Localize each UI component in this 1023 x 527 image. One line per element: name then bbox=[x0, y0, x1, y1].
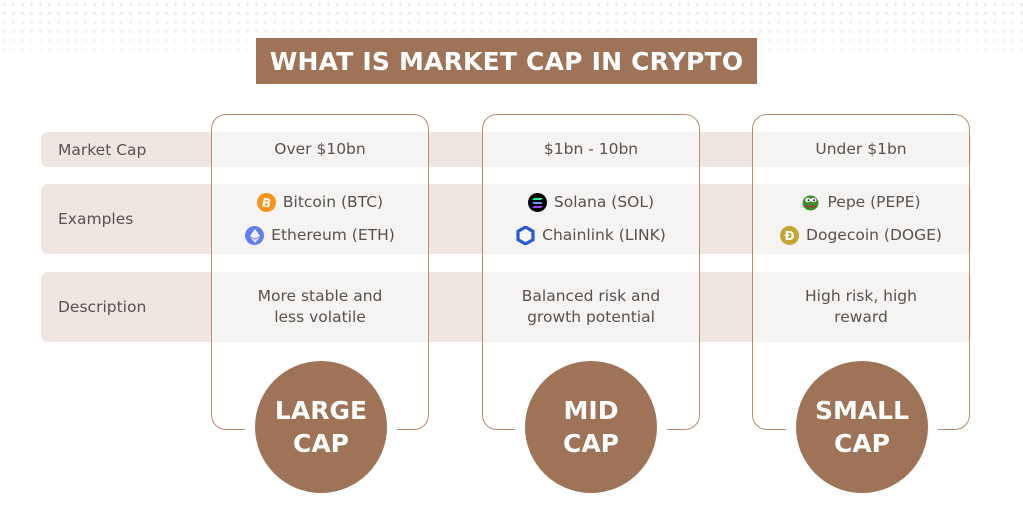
badge-line: CAP bbox=[833, 429, 891, 458]
svg-text:Ð: Ð bbox=[785, 229, 795, 242]
badge-line: LARGE bbox=[274, 396, 368, 425]
small-cap-examples-cell: Pepe (PEPE) Ð Dogecoin (DOGE) bbox=[753, 184, 969, 254]
example-name: Pepe (PEPE) bbox=[827, 193, 921, 211]
mid-cap-examples-cell: Solana (SOL) Chainlink (LINK) bbox=[483, 184, 699, 254]
description-line: High risk, high bbox=[805, 287, 917, 305]
example-name: Ethereum (ETH) bbox=[271, 226, 395, 244]
svg-text:B: B bbox=[261, 196, 272, 209]
mid-cap-market-cap-value: $1bn - 10bn bbox=[543, 140, 639, 158]
ethereum-icon bbox=[245, 226, 265, 245]
solana-icon bbox=[527, 193, 547, 212]
large-cap-badge: LARGE CAP bbox=[255, 361, 387, 493]
large-cap-examples-cell: B Bitcoin (BTC) Ethereum (ETH) bbox=[212, 184, 428, 254]
description-line: less volatile bbox=[274, 308, 366, 326]
example-name: Dogecoin (DOGE) bbox=[806, 226, 942, 244]
pepe-icon bbox=[801, 193, 820, 212]
row-label-description: Description bbox=[58, 298, 147, 316]
bitcoin-icon: B bbox=[256, 193, 276, 212]
small-cap-market-cap-value: Under $1bn bbox=[815, 140, 907, 158]
description-line: growth potential bbox=[527, 308, 655, 326]
example-bitcoin: B Bitcoin (BTC) bbox=[256, 186, 384, 219]
page-title: WHAT IS MARKET CAP IN CRYPTO bbox=[256, 38, 757, 84]
example-name: Solana (SOL) bbox=[553, 193, 655, 211]
example-name: Bitcoin (BTC) bbox=[282, 193, 384, 211]
example-ethereum: Ethereum (ETH) bbox=[245, 219, 395, 252]
dogecoin-icon: Ð bbox=[780, 226, 800, 245]
example-pepe: Pepe (PEPE) bbox=[801, 186, 921, 219]
description-line: More stable and bbox=[257, 287, 383, 305]
example-dogecoin: Ð Dogecoin (DOGE) bbox=[780, 219, 942, 252]
row-label-examples: Examples bbox=[58, 210, 134, 228]
large-cap-market-cap-value: Over $10bn bbox=[274, 140, 366, 158]
badge-line: MID bbox=[563, 396, 619, 425]
large-cap-market-cap-cell: Over $10bn bbox=[212, 132, 428, 167]
row-label-market-cap: Market Cap bbox=[58, 140, 147, 159]
mid-cap-description-cell: Balanced risk and growth potential bbox=[483, 272, 699, 342]
small-cap-description-cell: High risk, high reward bbox=[753, 272, 969, 342]
example-solana: Solana (SOL) bbox=[527, 186, 655, 219]
large-cap-description-cell: More stable and less volatile bbox=[212, 272, 428, 342]
chainlink-icon bbox=[516, 226, 535, 245]
example-name: Chainlink (LINK) bbox=[542, 226, 666, 244]
mid-cap-badge: MID CAP bbox=[525, 361, 657, 493]
small-cap-market-cap-cell: Under $1bn bbox=[753, 132, 969, 167]
badge-line: SMALL bbox=[814, 396, 910, 425]
badge-line: CAP bbox=[562, 429, 620, 458]
small-cap-badge: SMALL CAP bbox=[796, 361, 928, 493]
example-chainlink: Chainlink (LINK) bbox=[516, 219, 666, 252]
mid-cap-market-cap-cell: $1bn - 10bn bbox=[483, 132, 699, 167]
badge-line: CAP bbox=[292, 429, 350, 458]
description-line: reward bbox=[834, 308, 888, 326]
description-line: Balanced risk and bbox=[521, 287, 661, 305]
